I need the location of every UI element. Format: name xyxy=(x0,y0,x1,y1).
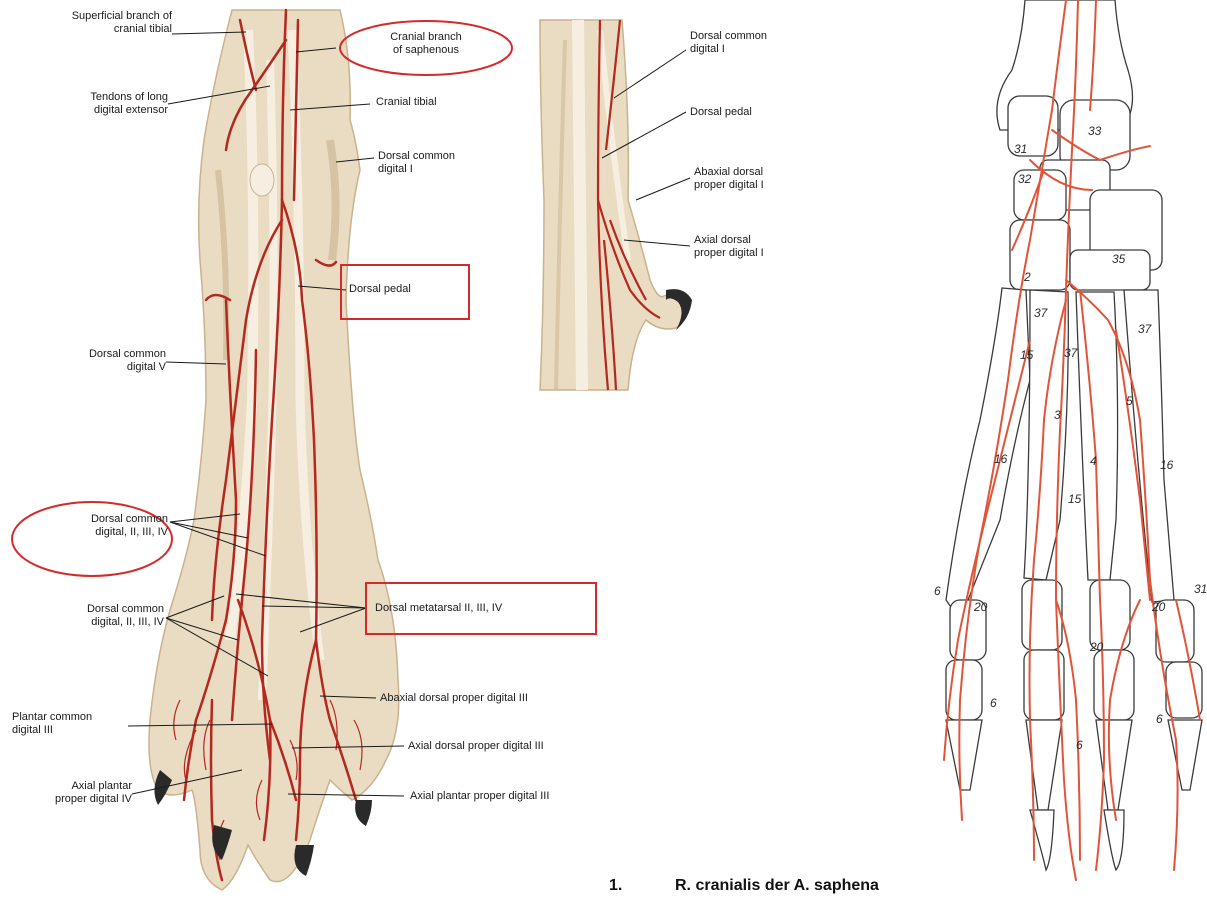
skeleton-number: 3 xyxy=(1054,408,1061,422)
skeleton-number: 4 xyxy=(1090,454,1097,468)
left-paw-illustration xyxy=(149,10,399,890)
label-dorsal-common-digital-v: Dorsal common digital V xyxy=(20,348,166,374)
label-cranial-branch-saphenous: Cranial branch of saphenous xyxy=(350,31,502,57)
label-abaxial-dorsal-proper-digital-i: Abaxial dorsal proper digital I xyxy=(694,166,764,192)
label-dorsal-common-digital-ii-iii-iv-lower: Dorsal common digital, II, III, IV xyxy=(14,603,164,629)
label-axial-dorsal-proper-digital-iii: Axial dorsal proper digital III xyxy=(408,740,544,753)
skeleton-number: 16 xyxy=(994,452,1007,466)
skeleton-number: 31 xyxy=(1014,142,1027,156)
skeleton-number: 37 xyxy=(1034,306,1047,320)
middle-digit-illustration xyxy=(540,20,692,390)
skeleton-number: 33 xyxy=(1088,124,1101,138)
skeleton-number: 2 xyxy=(1024,270,1031,284)
skeleton-number: 15 xyxy=(1068,492,1081,506)
caption-number: 1. xyxy=(609,877,675,895)
skeleton-number: 15 xyxy=(1020,348,1033,362)
skeleton-number: 20 xyxy=(974,600,987,614)
skeleton-number: 20 xyxy=(1152,600,1165,614)
label-dorsal-common-digital-ii-iii-iv-upper: Dorsal common digital, II, III, IV xyxy=(18,513,168,539)
caption-text: R. cranialis der A. saphena xyxy=(675,877,879,894)
caption: 1.R. cranialis der A. saphena xyxy=(609,877,879,895)
label-dorsal-pedal-left: Dorsal pedal xyxy=(349,283,411,296)
skeleton-number: 5 xyxy=(1126,394,1133,408)
skeleton-number: 35 xyxy=(1112,252,1125,266)
label-axial-plantar-proper-digital-iii: Axial plantar proper digital III xyxy=(410,790,549,803)
label-dorsal-pedal-mid: Dorsal pedal xyxy=(690,106,752,119)
label-axial-dorsal-proper-digital-i: Axial dorsal proper digital I xyxy=(694,234,764,260)
skeleton-number: 32 xyxy=(1018,172,1031,186)
label-cranial-tibial: Cranial tibial xyxy=(376,96,437,109)
label-dorsal-common-digital-i-left: Dorsal common digital I xyxy=(378,150,455,176)
skeleton-number: 6 xyxy=(1076,738,1083,752)
label-superficial-branch: Superficial branch of cranial tibial xyxy=(18,10,172,36)
skeleton-number: 37 xyxy=(1064,346,1077,360)
label-dorsal-common-digital-i-mid: Dorsal common digital I xyxy=(690,30,767,56)
skeleton-number: 37 xyxy=(1138,322,1151,336)
label-tendons-long-digital-extensor: Tendons of long digital extensor xyxy=(40,91,168,117)
skeleton-number: 31 xyxy=(1194,582,1207,596)
skeleton-number: 6 xyxy=(990,696,997,710)
label-dorsal-metatarsal: Dorsal metatarsal II, III, IV xyxy=(375,602,502,615)
skeleton-number: 16 xyxy=(1160,458,1173,472)
label-axial-plantar-proper-digital-iv: Axial plantar proper digital IV xyxy=(10,780,132,806)
label-abaxial-dorsal-proper-digital-iii: Abaxial dorsal proper digital III xyxy=(380,692,528,705)
skeleton-number: 6 xyxy=(934,584,941,598)
skeleton-number: 6 xyxy=(1156,712,1163,726)
label-plantar-common-digital-iii: Plantar common digital III xyxy=(12,711,92,737)
skeleton-number: 20 xyxy=(1090,640,1103,654)
